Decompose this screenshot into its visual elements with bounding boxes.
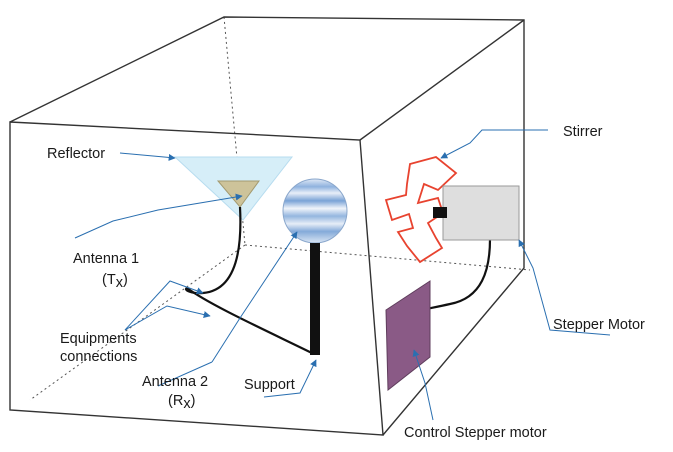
- leader-reflector: [119, 152, 176, 161]
- label-reflector: Reflector: [47, 146, 105, 162]
- control-stepper-panel: [385, 280, 431, 392]
- leader-stirrer: [440, 129, 548, 159]
- leader-antenna-1: [74, 193, 243, 239]
- leader-control-stepper: [412, 349, 434, 421]
- label-equipments-line2: connections: [60, 349, 137, 365]
- leader-stepper-motor: [518, 239, 611, 336]
- leader-equipments-2: [124, 305, 211, 331]
- label-antenna-2-symbol: (Rx): [168, 393, 195, 412]
- stirrer: [384, 156, 458, 264]
- leader-equipments-1: [124, 280, 204, 331]
- label-antenna-1-symbol: (Tx): [102, 272, 128, 291]
- antenna-2-dish: [282, 178, 348, 244]
- chamber-box: [9, 16, 525, 436]
- support-post: [310, 243, 320, 355]
- leader-antenna-2b: [157, 361, 213, 387]
- label-stepper-motor: Stepper Motor: [553, 317, 645, 333]
- leader-support: [263, 359, 317, 398]
- label-support: Support: [244, 377, 295, 393]
- label-control-stepper-motor: Control Stepper motor: [404, 425, 547, 441]
- stepper-motor-shaft: [433, 207, 447, 218]
- label-equipments-line1: Equipments: [60, 331, 137, 347]
- label-antenna-2: Antenna 2: [142, 374, 208, 390]
- label-stirrer: Stirrer: [563, 124, 603, 140]
- stepper-motor-body: [442, 185, 520, 241]
- leader-lines: [74, 129, 611, 421]
- label-antenna-1: Antenna 1: [73, 251, 139, 267]
- leader-antenna-2: [211, 231, 298, 363]
